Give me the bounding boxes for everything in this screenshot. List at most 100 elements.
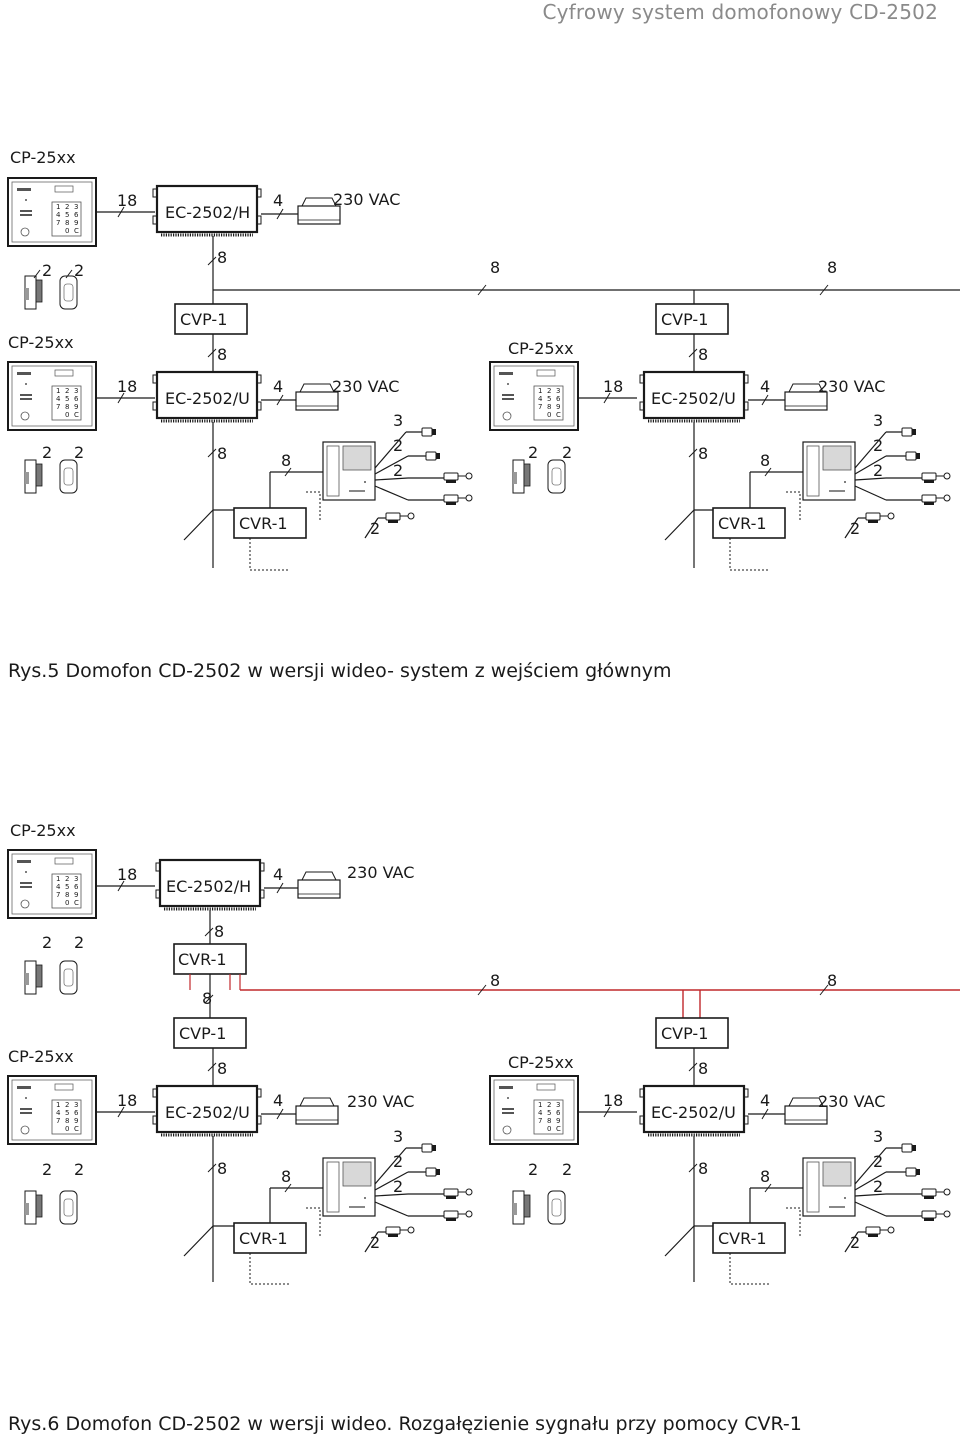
keypad-key: C: [74, 899, 79, 907]
f5-right-w8a: 8: [698, 345, 708, 364]
figure-5-caption: Rys.5 Domofon CD-2502 w wersji wideo- sy…: [8, 660, 672, 682]
f5-left-w18: 18: [117, 377, 137, 396]
f5-left-w8c: 8: [281, 451, 291, 470]
keypad-key: 2: [65, 1101, 69, 1109]
keypad-key: 9: [74, 219, 78, 227]
f6-right-cvr-label: CVR-1: [718, 1229, 767, 1248]
f5-right-controller-label: EC-2502/U: [651, 389, 736, 408]
f6-main-power: 230 VAC: [347, 863, 414, 882]
f6-left-w2a: 2: [42, 1160, 52, 1179]
keypad-key: 3: [556, 387, 560, 395]
f5-right-cam2: [905, 451, 921, 461]
f5-right-w2b: 2: [562, 443, 572, 462]
f6-w2a: 2: [42, 933, 52, 952]
f5-right-bell2: [921, 494, 951, 506]
f5-right-power: 230 VAC: [818, 377, 885, 396]
f6-right-bell3: [865, 1226, 895, 1238]
keypad-key: 5: [547, 1109, 551, 1117]
keypad-key: 7: [56, 891, 60, 899]
f5-left-cam2: [425, 451, 441, 461]
keypad-key: 0: [547, 1125, 551, 1133]
f6-right-bell1: [921, 1188, 951, 1200]
f5-right-panel: [489, 361, 579, 431]
keypad-key: 2: [547, 387, 551, 395]
f5-right-bell3: [865, 512, 895, 524]
keypad-key: C: [74, 1125, 79, 1133]
f6-main-w4: 4: [273, 865, 283, 884]
keypad-key: 1: [538, 387, 542, 395]
keypad-key: 7: [56, 403, 60, 411]
keypad-key: 4: [538, 395, 543, 403]
f6-left-bell3: [385, 1226, 415, 1238]
f6-right-cam2: [905, 1167, 921, 1177]
f5-left-monitor: [322, 441, 376, 501]
keypad-key: 9: [556, 1117, 560, 1125]
keypad-key: 4: [56, 1109, 61, 1117]
keypad-key: 8: [547, 403, 551, 411]
f5-main-power: 230 VAC: [333, 190, 400, 209]
keypad-key: 5: [547, 395, 551, 403]
f5-main-controller-label: EC-2502/H: [165, 203, 250, 222]
keypad-key: 4: [538, 1109, 543, 1117]
keypad-key: 8: [65, 403, 69, 411]
f6-right-cvp-label: CVP-1: [661, 1024, 708, 1043]
f6-right-w4: 4: [760, 1091, 770, 1110]
f5-main-panel-label: CP-25xx: [10, 148, 76, 167]
keypad-key: 0: [547, 411, 551, 419]
keypad-key: 8: [547, 1117, 551, 1125]
f6-right-panel-label: CP-25xx: [508, 1053, 574, 1072]
f5-left-w8a: 8: [217, 345, 227, 364]
keypad-key: 7: [538, 403, 542, 411]
f6-right-cam1: [901, 1143, 917, 1153]
keypad-key: 6: [556, 1109, 561, 1117]
f5-left-w2e: 2: [370, 519, 380, 538]
keypad-key: 7: [56, 1117, 60, 1125]
f6-main-psu: [297, 871, 341, 899]
keypad-key: 2: [65, 875, 69, 883]
f5-right-monitor: [802, 441, 856, 501]
f6-left-w8b: 8: [217, 1159, 227, 1178]
f6-right-w18: 18: [603, 1091, 623, 1110]
keypad-key: 9: [556, 403, 560, 411]
f5-right-w18: 18: [603, 377, 623, 396]
f5-left-locks: [24, 459, 78, 494]
f6-main-panel: [7, 849, 97, 919]
f6-right-controller-label: EC-2502/U: [651, 1103, 736, 1122]
keypad-key: 1: [538, 1101, 542, 1109]
f6-right-w3: 3: [873, 1127, 883, 1146]
keypad-key: 8: [65, 891, 69, 899]
f5-right-w2c: 2: [873, 436, 883, 455]
f6-main-w8: 8: [214, 922, 224, 941]
keypad-key: 3: [74, 387, 78, 395]
keypad-key: 3: [74, 203, 78, 211]
keypad-key: 1: [56, 387, 60, 395]
f6-main-cvr-label: CVR-1: [178, 950, 227, 969]
f6-left-w2c: 2: [393, 1152, 403, 1171]
f5-right-w8c: 8: [760, 451, 770, 470]
f6-left-cvp-label: CVP-1: [179, 1024, 226, 1043]
f6-left-monitor: [322, 1157, 376, 1217]
f6-right-monitor: [802, 1157, 856, 1217]
f5-right-w3: 3: [873, 411, 883, 430]
figure-6-caption: Rys.6 Domofon CD-2502 w wersji wideo. Ro…: [8, 1413, 802, 1435]
f6-left-panel: [7, 1075, 97, 1145]
f5-main-w18: 18: [117, 191, 137, 210]
f5-left-w2d: 2: [393, 461, 403, 480]
f5-bus-w8b: 8: [490, 258, 500, 277]
f6-left-cam2: [425, 1167, 441, 1177]
f5-right-bell1: [921, 472, 951, 484]
f5-w2a: 2: [42, 261, 52, 280]
f5-left-cvr-label: CVR-1: [239, 514, 288, 533]
f5-right-w2e: 2: [850, 519, 860, 538]
keypad-key: 7: [538, 1117, 542, 1125]
keypad-key: 9: [74, 403, 78, 411]
f6-right-bell2: [921, 1210, 951, 1222]
keypad-key: 6: [74, 211, 79, 219]
f5-left-controller-label: EC-2502/U: [165, 389, 250, 408]
keypad-key: C: [74, 227, 79, 235]
f5-right-panel-label: CP-25xx: [508, 339, 574, 358]
f5-right-w2d: 2: [873, 461, 883, 480]
keypad-key: 4: [56, 211, 61, 219]
